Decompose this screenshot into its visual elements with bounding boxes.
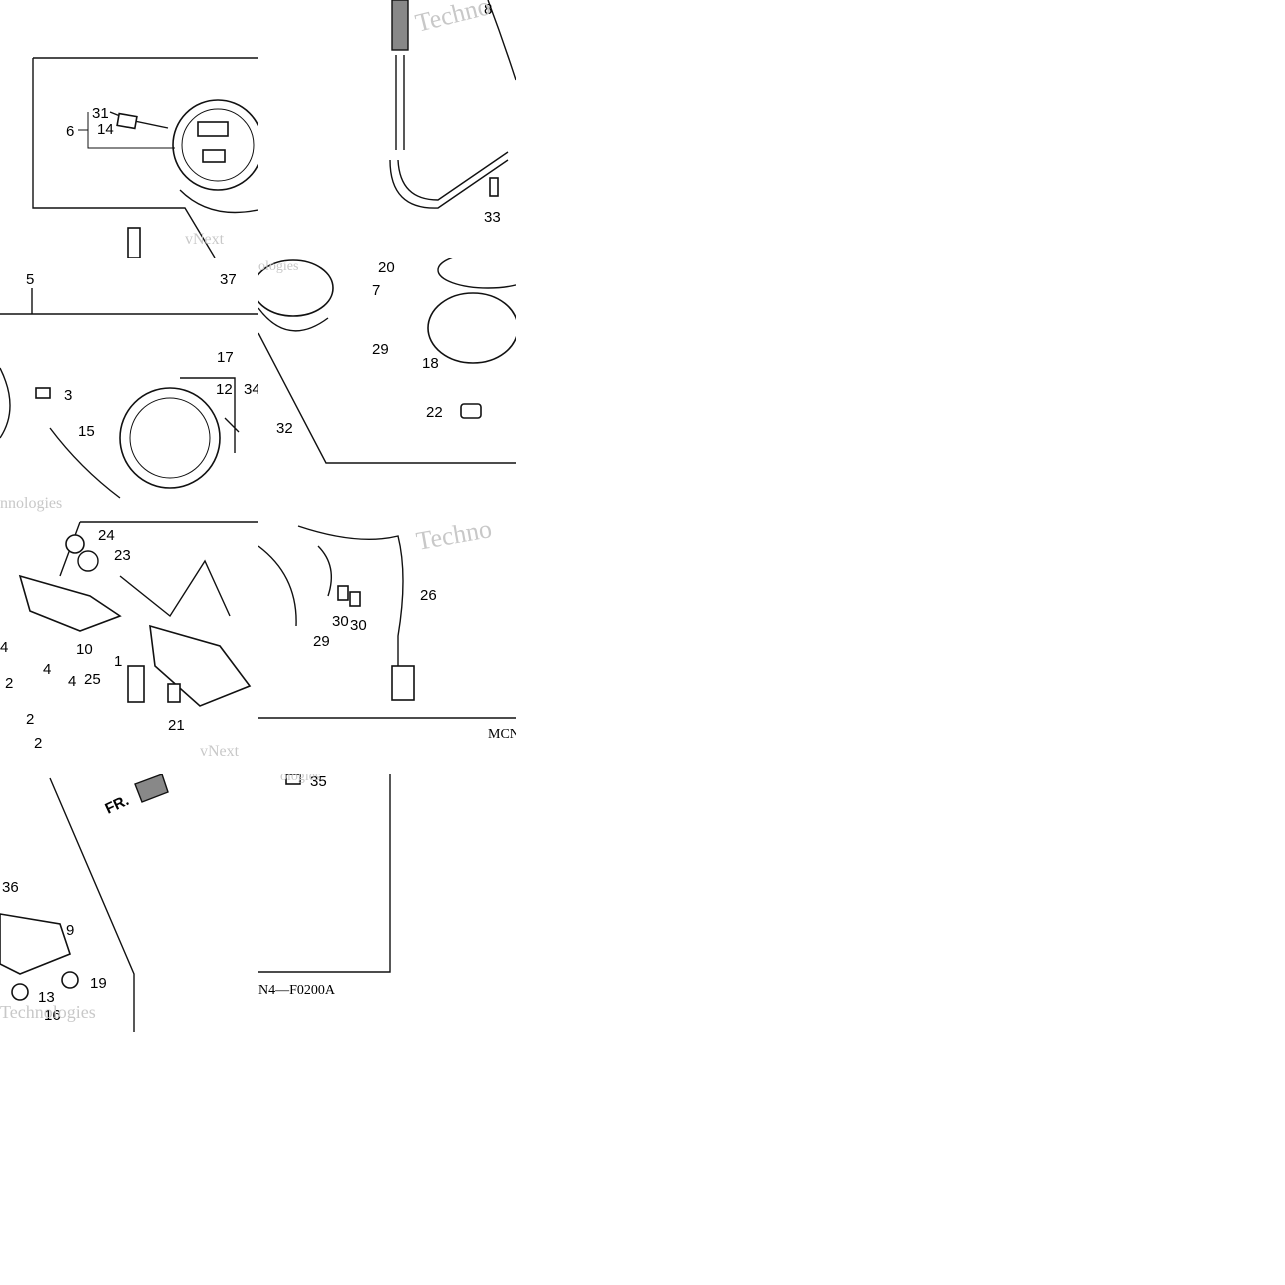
- callout-32: 32: [276, 420, 293, 437]
- callout-29: 29: [372, 341, 389, 358]
- callout-25: 25: [84, 671, 101, 688]
- watermark-text: Technologies: [0, 1002, 96, 1022]
- callout-3: 3: [64, 387, 72, 404]
- watermark-text: Techno: [414, 516, 494, 556]
- tile-tachometer: 5 37 3 15 17 12 34 28 27 nnologies: [0, 258, 258, 516]
- speedometer-gauge: [172, 99, 258, 191]
- callout-1: 1: [114, 653, 122, 670]
- callout-18: 18: [422, 355, 439, 372]
- tile-cable: 33 8 Techno: [258, 0, 516, 258]
- drawing-code-left: N4—F0200A: [258, 983, 336, 998]
- watermark-text: ologies: [280, 774, 320, 784]
- callout-12: 12: [216, 381, 233, 398]
- callout-16: 16: [44, 1007, 61, 1024]
- tile-meter-cases: 20 7 29 18 22 32 ologies: [258, 258, 516, 516]
- callout-15: 15: [78, 423, 95, 440]
- callout-20: 20: [378, 259, 395, 276]
- callout-13: 13: [38, 989, 55, 1006]
- callout-2: 2: [5, 675, 13, 692]
- callout-2c: 2: [34, 735, 42, 752]
- drawing-code-right: MCN: [488, 727, 516, 742]
- callout-34: 34: [244, 381, 258, 398]
- callout-17: 17: [217, 349, 234, 366]
- callout-5: 5: [26, 271, 34, 288]
- callout-36: 36: [2, 879, 19, 896]
- callout-30b: 30: [350, 617, 367, 634]
- tile-wire-harness: 26 30 30 29 MCN Techno: [258, 516, 516, 774]
- callout-21: 21: [168, 717, 185, 734]
- callout-9: 9: [66, 922, 74, 939]
- callout-33: 33: [484, 209, 501, 226]
- callout-29b: 29: [313, 633, 330, 650]
- watermark-text: vNext: [200, 743, 240, 760]
- callout-8: 8: [484, 1, 492, 18]
- callout-19: 19: [90, 975, 107, 992]
- watermark-text: vNext: [185, 231, 225, 248]
- callout-10: 10: [76, 641, 93, 658]
- callout-14: 14: [97, 121, 114, 138]
- callout-4: 4: [0, 639, 8, 656]
- tile-frame-corner: 35 N4—F0200A ologies: [258, 774, 516, 1032]
- callout-24: 24: [98, 527, 115, 544]
- front-arrow: [134, 774, 169, 803]
- watermark-text: Techno: [412, 0, 493, 38]
- callout-37: 37: [220, 271, 237, 288]
- callout-23: 23: [114, 547, 131, 564]
- callout-7: 7: [372, 282, 380, 299]
- callout-35: 35: [310, 774, 327, 790]
- watermark-text: ologies: [258, 259, 298, 274]
- callout-4b: 4: [43, 661, 51, 678]
- tile-clamp: FR. 36 9 19 13 16 Technologies: [0, 774, 258, 1032]
- tachometer-gauge: [119, 387, 221, 489]
- callout-30: 30: [332, 613, 349, 630]
- callout-26: 26: [420, 587, 437, 604]
- tile-speedometer: 31 14 6 vNext: [0, 0, 258, 258]
- callout-22: 22: [426, 404, 443, 421]
- front-marker: FR.: [103, 792, 132, 818]
- tile-bracket-lamps: 24 23 10 25 1 21 4 4 4 2 2 2 vNext: [0, 516, 258, 774]
- callout-4c: 4: [68, 673, 76, 690]
- connector-plug: [391, 665, 415, 701]
- callout-31: 31: [92, 105, 109, 122]
- callout-6: 6: [66, 123, 74, 140]
- callout-2b: 2: [26, 711, 34, 728]
- watermark-text: nnologies: [0, 495, 62, 512]
